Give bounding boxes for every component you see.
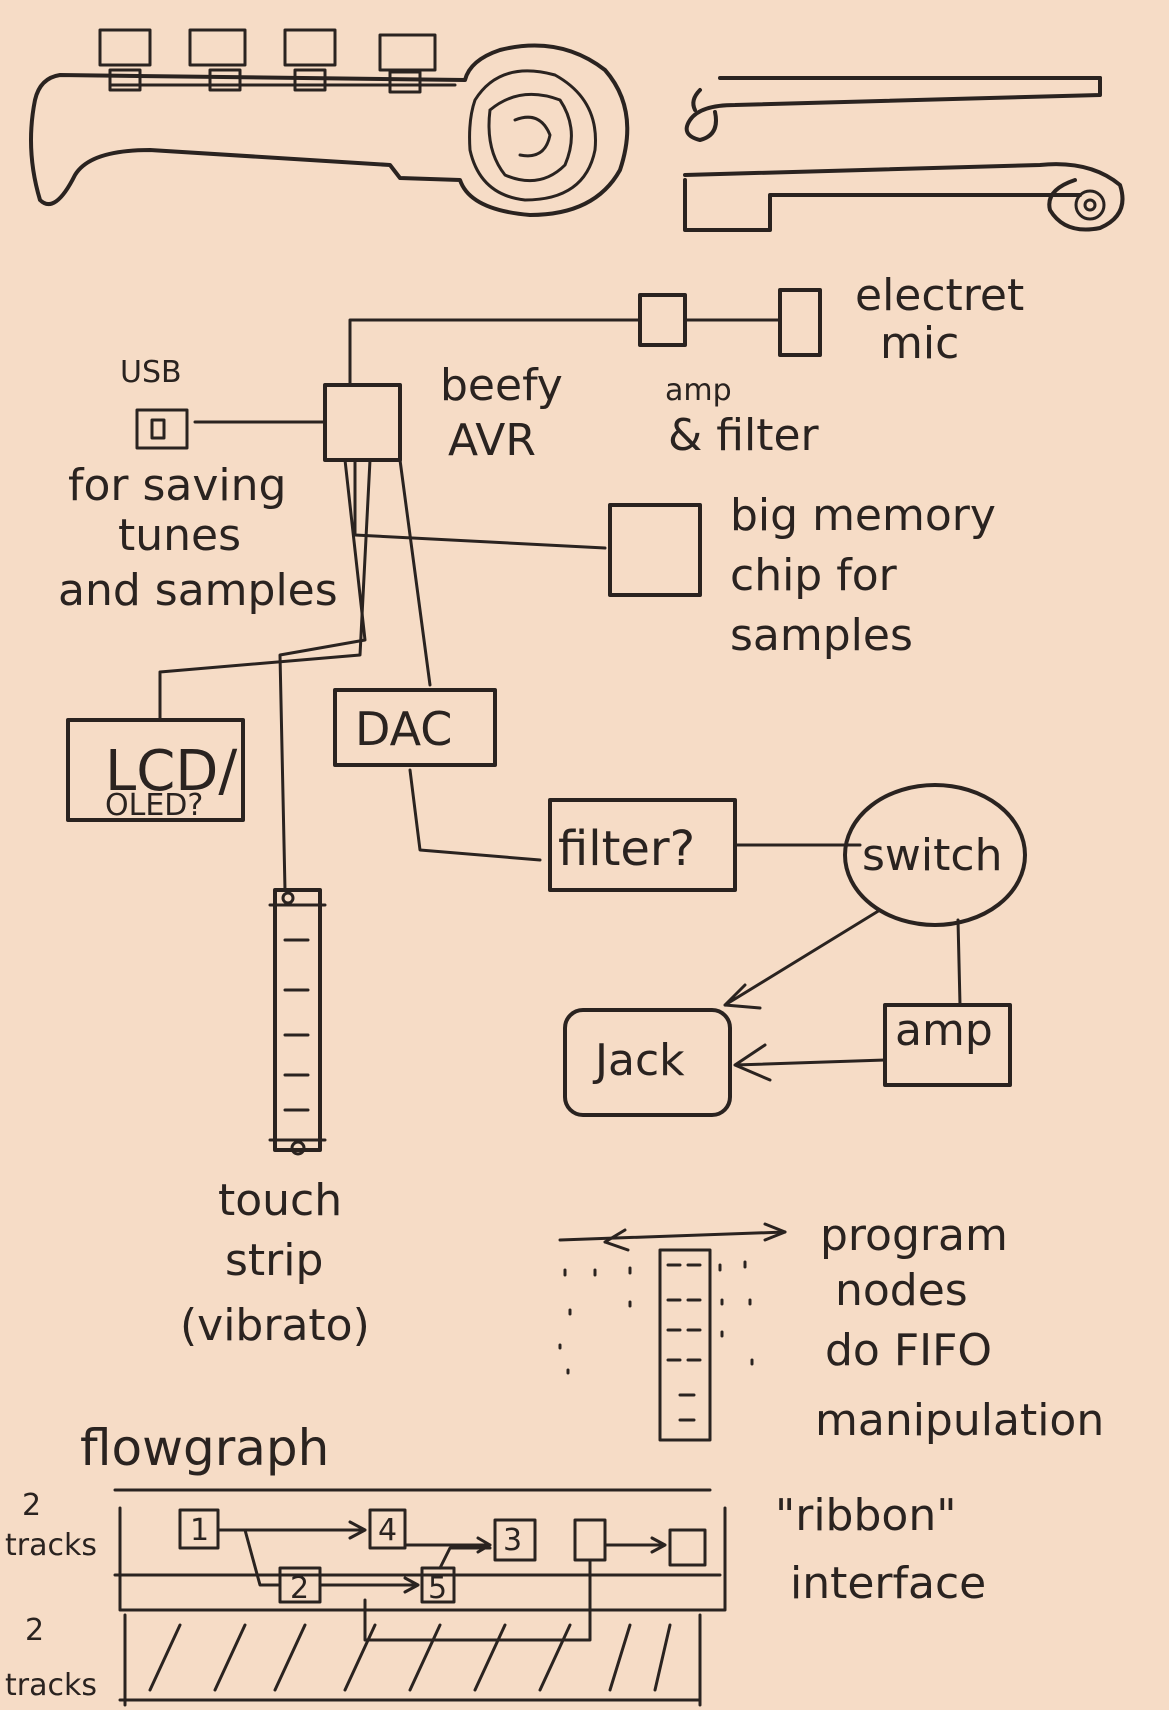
avr-block: beefy AVR (323, 360, 563, 466)
filter-block: filter? (548, 798, 737, 892)
lcd-block: LCD/ OLED? (66, 718, 245, 823)
tracks-top-count: 2 (22, 1488, 41, 1523)
tracks-top-label: tracks (5, 1528, 97, 1563)
program-label-line-2: nodes (835, 1265, 968, 1316)
switch-block: switch (843, 783, 1027, 927)
usb-label: USB (120, 355, 182, 390)
touch-label-line-2: strip (225, 1235, 323, 1286)
jack-block: Jack (563, 1008, 732, 1117)
avr-label-line-2: AVR (448, 415, 536, 466)
touch-label-line-3: (vibrato) (180, 1300, 370, 1351)
flow-node-1: 1 (190, 1513, 209, 1548)
amp-filter-label-line-2: & filter (668, 410, 820, 461)
filter-label: filter? (558, 821, 695, 877)
oled-label: OLED? (105, 788, 203, 823)
usb-connector: USB for saving tunes and samples (58, 355, 338, 616)
flow-node-2: 2 (290, 1571, 309, 1606)
touch-label-line-1: touch (218, 1175, 342, 1226)
tracks-bottom-label: tracks (5, 1668, 97, 1703)
flow-node-3: 3 (503, 1523, 522, 1558)
memory-label-line-1: big memory (730, 490, 996, 541)
program-label-line-3: do FIFO (825, 1325, 992, 1376)
tracks-bottom-count: 2 (25, 1613, 44, 1648)
amp-filter-label-line-1: amp (665, 373, 732, 408)
dac-block: DAC (333, 688, 497, 767)
mic-label-line-1: electret (855, 270, 1024, 321)
program-nodes-sketch: program nodes do FIFO manipulation (558, 1210, 1104, 1446)
usb-note-line-2: tunes (118, 510, 241, 561)
program-label-line-1: program (820, 1210, 1008, 1261)
lcd-label: LCD/ (105, 739, 237, 804)
amp-label: amp (895, 1005, 993, 1056)
memory-label-line-3: samples (730, 610, 913, 661)
flow-node-5: 5 (428, 1571, 447, 1606)
amp-filter-block: amp & filter (638, 293, 820, 461)
amp-block: amp (883, 1003, 1012, 1087)
flowgraph-sketch: flowgraph "ribbon" interface 2 tracks 2 … (5, 1419, 986, 1707)
jack-label: Jack (592, 1035, 685, 1086)
usb-note-line-3: and samples (58, 565, 338, 616)
ribbon-label-line-2: interface (790, 1558, 986, 1609)
dac-label: DAC (355, 702, 452, 756)
usb-note-line-1: for saving (68, 460, 286, 511)
switch-label: switch (862, 830, 1002, 881)
touch-strip: touch strip (vibrato) (180, 888, 370, 1351)
memory-chip-block: big memory chip for samples (608, 490, 996, 661)
mic-label-line-2: mic (880, 318, 959, 369)
memory-label-line-2: chip for (730, 550, 898, 601)
instrument-body-sketch (29, 28, 630, 217)
flow-node-4: 4 (378, 1513, 397, 1548)
ribbon-label-line-1: "ribbon" (775, 1490, 956, 1541)
wires (158, 318, 962, 1082)
side-view-sketch (683, 76, 1125, 232)
flowgraph-title: flowgraph (80, 1419, 329, 1477)
avr-label-line-1: beefy (440, 360, 563, 411)
mic-block: electret mic (778, 270, 1024, 369)
program-label-line-4: manipulation (815, 1395, 1104, 1446)
